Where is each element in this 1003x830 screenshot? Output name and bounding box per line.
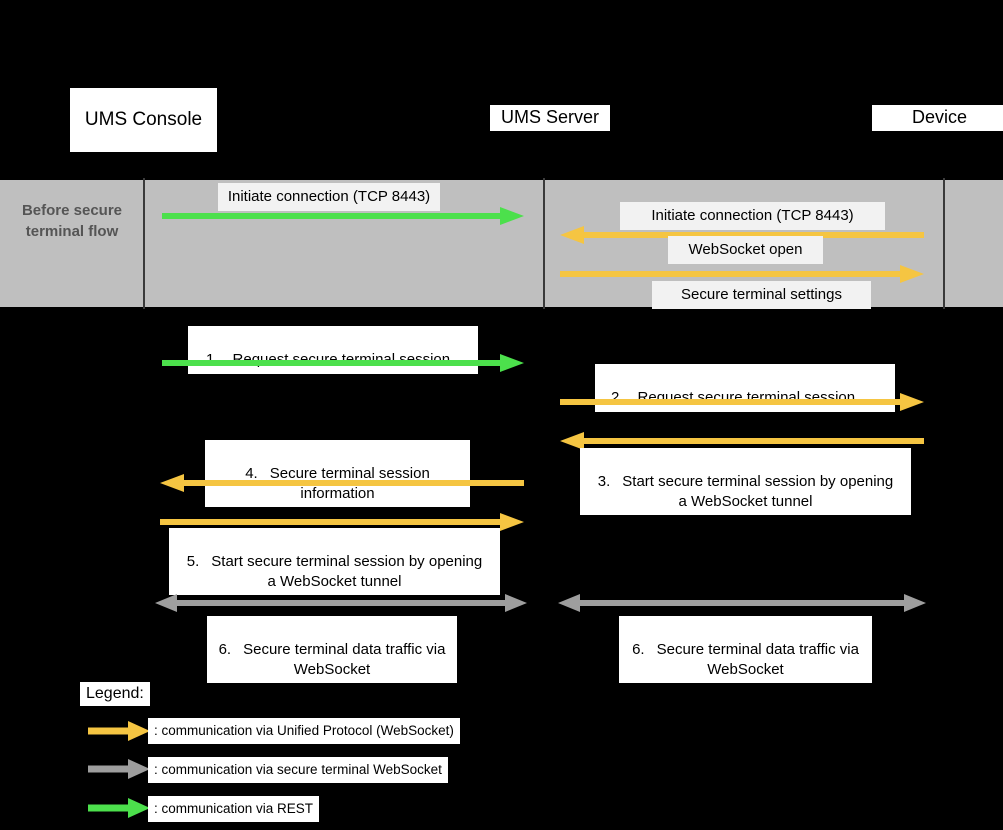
message-step-4-text: Secure terminal session information xyxy=(269,464,430,502)
message-step-6b-text: Secure terminal data traffic via WebSock… xyxy=(656,640,859,678)
legend-rest-label: : communication via REST xyxy=(148,796,320,822)
message-step-2: 2. Request secure terminal session xyxy=(595,364,895,412)
band-divider-console xyxy=(143,178,145,309)
arrow-step-6-server-device xyxy=(558,592,926,614)
band-message-secure-terminal-settings: Secure terminal settings xyxy=(652,281,871,309)
message-step-3-number: 3. xyxy=(597,472,611,490)
message-step-6b-number: 6. xyxy=(632,640,645,658)
actor-ums-console: UMS Console xyxy=(70,88,217,152)
band-divider-device xyxy=(943,178,945,309)
legend-unified-protocol-arrow-icon xyxy=(88,720,150,742)
legend-secure-terminal-label: : communication via secure terminal WebS… xyxy=(148,757,448,783)
message-step-3-text: Start secure terminal session by opening… xyxy=(622,472,894,510)
legend-title: Legend: xyxy=(80,682,150,706)
message-step-6-console-server: 6. Secure terminal data traffic via WebSo… xyxy=(207,616,457,684)
message-step-4: 4. Secure terminal session information xyxy=(205,440,470,508)
message-step-2-number: 2. xyxy=(611,388,624,406)
message-step-5-text: Start secure terminal session by opening… xyxy=(211,552,483,590)
message-step-4-number: 4. xyxy=(245,464,258,482)
message-step-6a-number: 6. xyxy=(218,640,232,658)
legend-secure-terminal-arrow-icon xyxy=(88,758,150,780)
actor-ums-server: UMS Server xyxy=(490,105,610,131)
actor-ums-console-label: UMS Console xyxy=(84,108,203,130)
message-step-5: 5. Start secure terminal session by openi… xyxy=(169,528,500,596)
legend-unified-protocol-label: : communication via Unified Protocol (We… xyxy=(148,718,460,744)
band-message-initiate-connection-device: Initiate connection (TCP 8443) xyxy=(620,202,885,230)
message-step-3: 3. Start secure terminal session by openi… xyxy=(580,448,911,516)
actor-ums-server-label: UMS Server xyxy=(500,107,599,128)
message-step-1: 1. Request secure terminal session xyxy=(188,326,478,374)
message-step-1-text: Request secure terminal session xyxy=(232,350,451,368)
band-message-initiate-connection-console: Initiate connection (TCP 8443) xyxy=(218,183,440,211)
legend-rest-arrow-icon xyxy=(88,797,150,819)
message-step-6-server-device: 6. Secure terminal data traffic via WebSo… xyxy=(619,616,872,684)
phase-band-before-secure-terminal-flow xyxy=(0,178,1003,309)
phase-band-label: Before secure terminal flow xyxy=(21,202,123,241)
actor-device: Device xyxy=(872,105,1003,131)
message-step-5-number: 5. xyxy=(186,552,200,570)
message-step-2-text: Request secure terminal session xyxy=(637,388,856,406)
actor-device-label: Device xyxy=(911,107,968,128)
band-message-websocket-open: WebSocket open xyxy=(668,236,823,264)
band-divider-server xyxy=(543,178,545,309)
message-step-6a-text: Secure terminal data traffic via WebSock… xyxy=(243,640,446,678)
message-step-1-number: 1. xyxy=(206,350,219,368)
